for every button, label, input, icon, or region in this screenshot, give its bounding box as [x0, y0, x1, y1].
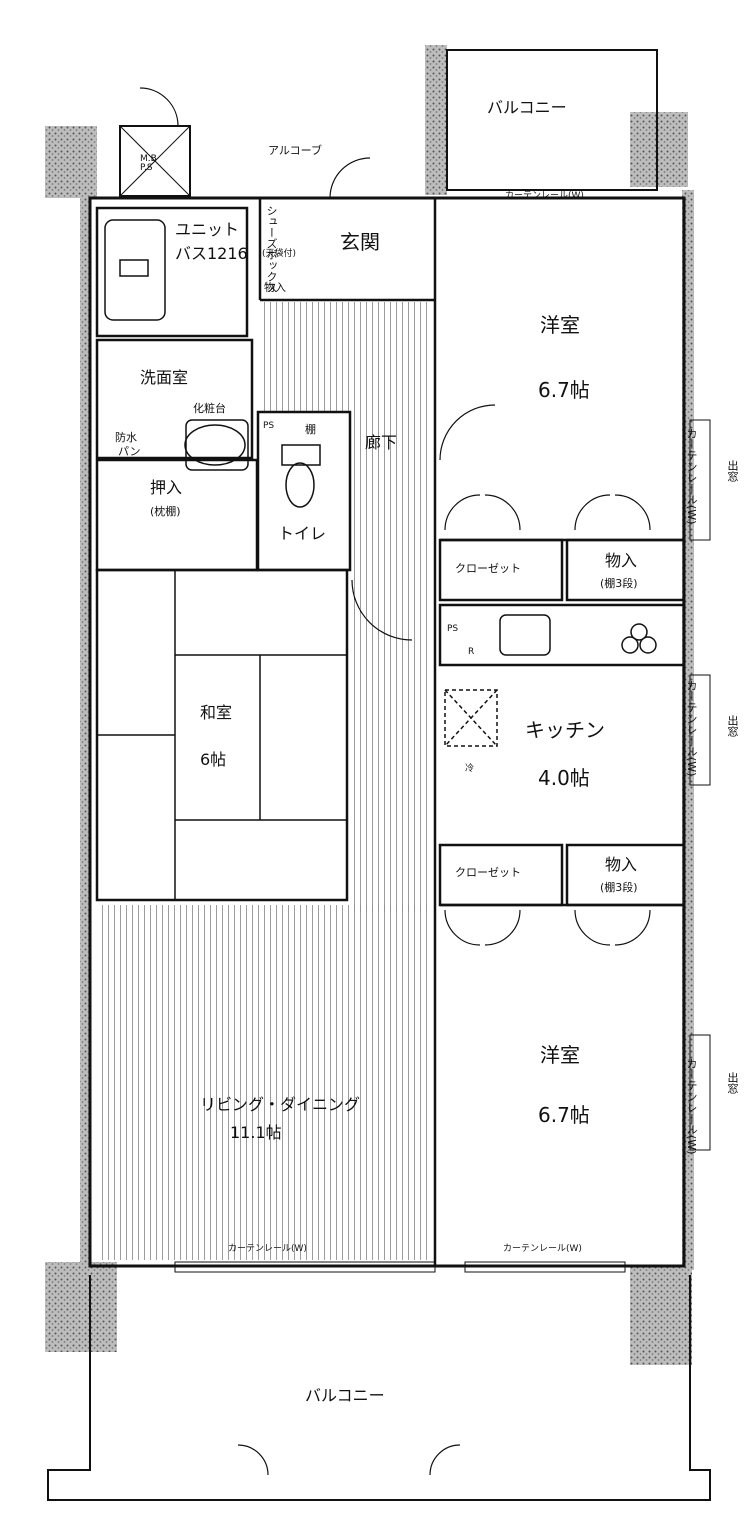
youshitsu-top-label: 洋室	[540, 313, 580, 337]
closet-mid-label: クローゼット	[455, 866, 521, 879]
washitsu-label: 和室	[200, 703, 233, 722]
floor-hallway	[262, 302, 432, 412]
floor-hallway-2	[350, 412, 432, 912]
fridge-label: 冷	[465, 764, 475, 774]
waterproof-pan-label-2: パン	[118, 445, 141, 458]
r-mark: R	[468, 647, 475, 657]
oshiire-note: (枕棚)	[150, 505, 181, 518]
toilet-label: トイレ	[278, 524, 327, 543]
alcove-label: アルコーブ	[268, 144, 323, 157]
curtain-rail-side1-label: カーテンレール(W)	[685, 428, 698, 525]
ldk-size: 11.1帖	[230, 1123, 282, 1142]
curtain-rail-side3-label: カーテンレール(W)	[685, 1058, 698, 1155]
vanity-label: 化粧台	[193, 402, 226, 415]
waterproof-pan-label: 防水	[115, 431, 137, 444]
genkan-label: 玄関	[340, 230, 380, 254]
washroom-label: 洗面室	[140, 368, 189, 387]
youshitsu-bottom-size: 6.7帖	[538, 1103, 590, 1127]
closet-top-label: クローゼット	[455, 562, 521, 575]
storage-mid-note: (棚3段)	[600, 881, 638, 894]
balcony-bottom-label: バルコニー	[305, 1386, 385, 1405]
wall-pillar-top-right	[630, 112, 688, 187]
genkan-small-storage-label: 物入	[264, 281, 286, 294]
storage-top-note: (棚3段)	[600, 577, 638, 590]
ps-small-label: PS	[263, 421, 275, 431]
curtain-rail-bottom-label: カーテンレール(W)	[503, 1244, 582, 1254]
unit-bath-size-label: バス1216	[175, 244, 248, 263]
wall-pillar-bottom-right	[630, 1265, 692, 1365]
storage-mid-label: 物入	[605, 855, 638, 874]
kitchen-size: 4.0帖	[538, 766, 590, 790]
balcony-top-label: バルコニー	[487, 98, 567, 117]
wall-pillar-top-left	[45, 126, 97, 198]
washitsu-size: 6帖	[200, 750, 227, 769]
youshitsu-top-size: 6.7帖	[538, 378, 590, 402]
wall-left-strip	[80, 198, 90, 1263]
bay-window-1-label: 出窓	[726, 460, 739, 482]
floor-ldk	[97, 905, 432, 1260]
oshiire-label: 押入	[150, 478, 183, 497]
curtain-rail-side2-label: カーテンレール(W)	[685, 680, 698, 777]
shoes-box-note: (天袋付)	[262, 249, 297, 259]
shoes-box-label: シューズボックス	[265, 205, 278, 293]
curtain-rail-top-label: カーテンレール(W)	[505, 191, 584, 201]
bay-window-3-label: 出窓	[726, 1072, 739, 1094]
youshitsu-bottom-label: 洋室	[540, 1043, 580, 1067]
bay-window-2-label: 出窓	[726, 715, 739, 737]
wall-pillar-bottom-left	[45, 1262, 117, 1352]
hallway-label: 廊下	[365, 433, 398, 452]
curtain-rail-ldk-label: カーテンレール(W)	[228, 1244, 307, 1254]
ps-kitchen-label: PS	[447, 624, 459, 634]
storage-top-label: 物入	[605, 551, 638, 570]
wall-pillar-top-mid	[425, 45, 447, 195]
ldk-label: リビング・ダイニング	[200, 1095, 361, 1114]
kitchen-label: キッチン	[525, 718, 605, 742]
shelf-label: 棚	[305, 423, 316, 436]
unit-bath-label: ユニット	[175, 220, 240, 239]
